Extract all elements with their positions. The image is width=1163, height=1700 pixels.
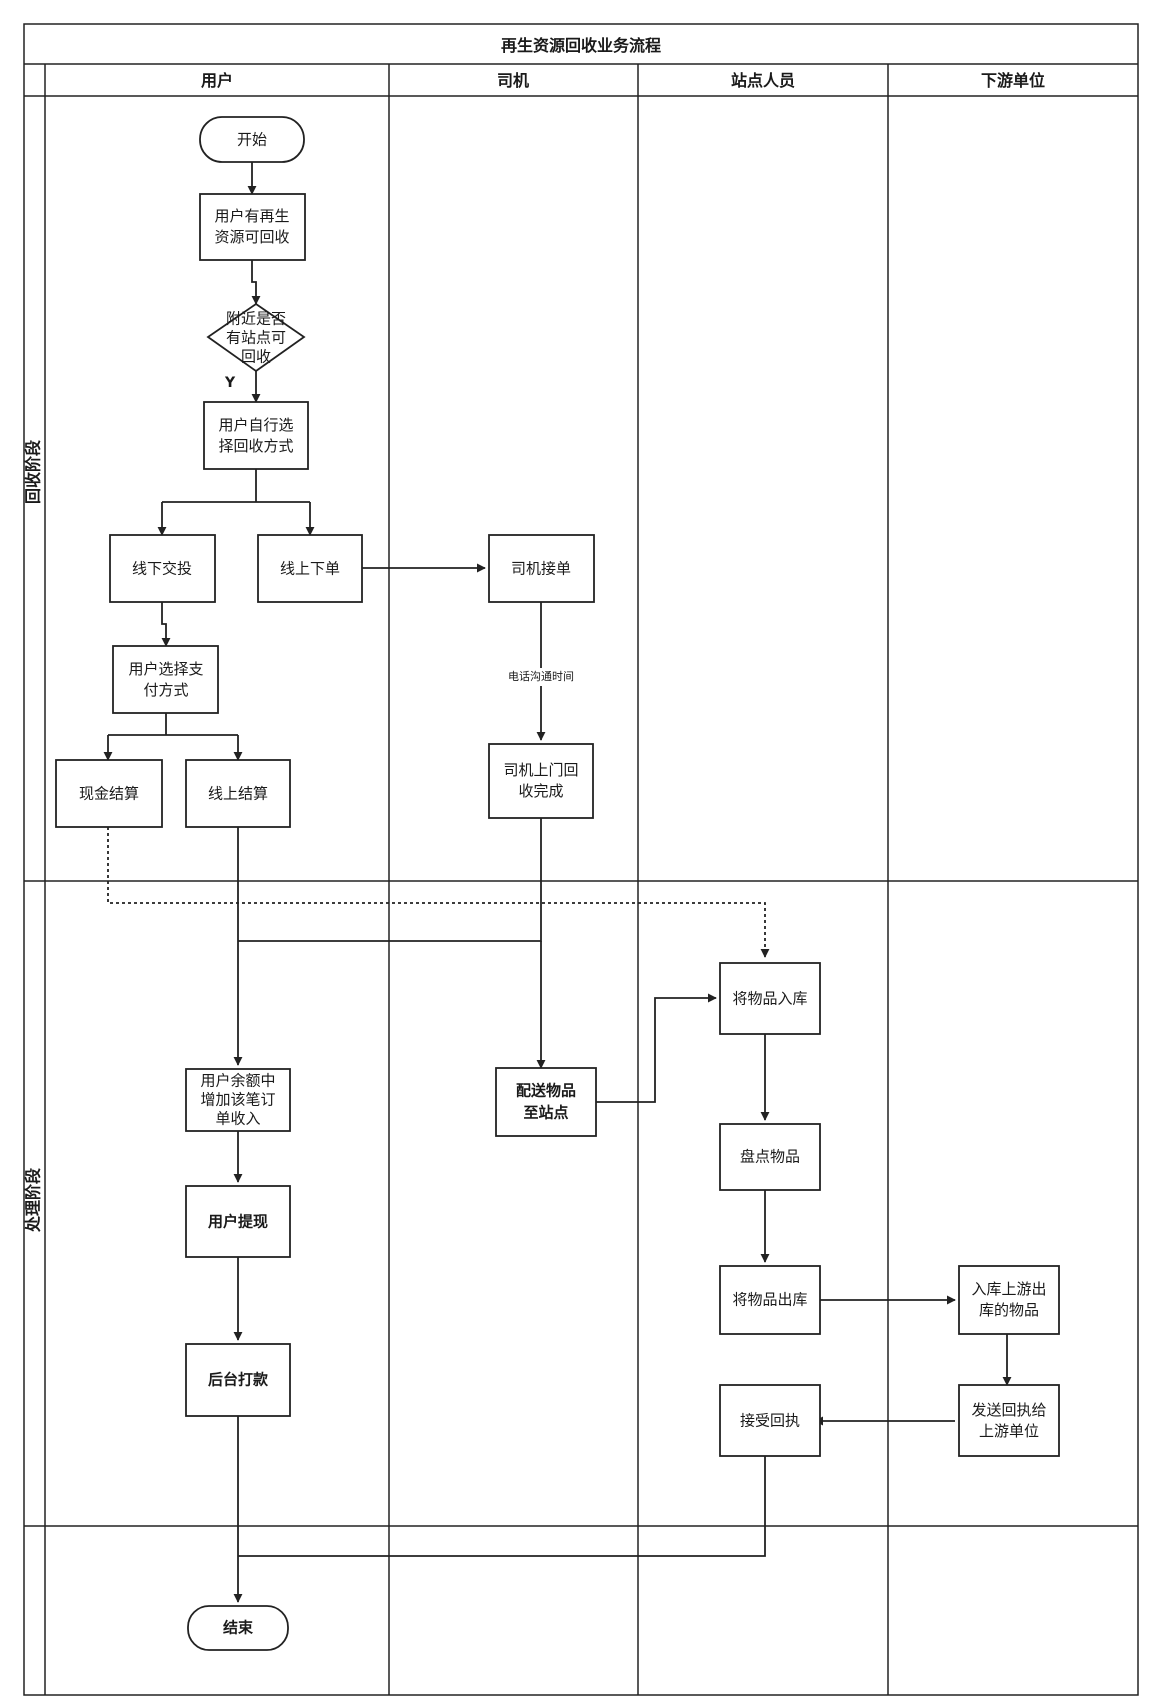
node-label-send-receipt: 发送回执给: [971, 1401, 1046, 1419]
decision-station-diamond: [206, 302, 306, 373]
node-label-downstream-in: 库的物品: [979, 1301, 1039, 1319]
node-label-driver-pickup: 司机上门回: [503, 761, 578, 779]
edge-deliver-to-store: [596, 993, 717, 1103]
edge-cash-settle-dotted: [107, 827, 770, 958]
node-label-add-balance: 用户余额中: [200, 1072, 275, 1090]
node-label-choose-method: 择回收方式: [218, 437, 293, 455]
node-label-start: 开始: [237, 131, 267, 149]
node-label-deliver-station: 配送物品: [516, 1082, 576, 1100]
choose-payment-box: [112, 645, 219, 714]
choose-method-box: [203, 401, 309, 470]
node-label-downstream-in: 入库上游出: [971, 1280, 1046, 1298]
driver-pickup-box: [488, 743, 594, 819]
node-label-withdraw: 用户提现: [208, 1213, 268, 1231]
phase-label-recycling: 回收阶段: [24, 439, 43, 504]
node-label-choose-payment: 用户选择支: [128, 660, 203, 678]
node-label-has-resources: 用户有再生: [214, 207, 289, 225]
node-label-add-balance: 单收入: [215, 1110, 260, 1128]
deliver-station-box: [495, 1067, 597, 1137]
send-receipt-box: [958, 1384, 1060, 1457]
node-label-driver-pickup: 收完成: [518, 782, 563, 800]
node-label-inventory: 盘点物品: [740, 1148, 800, 1166]
node-label-online-order: 线上下单: [280, 560, 340, 578]
end-terminal: [187, 1605, 289, 1651]
phase-label-processing: 处理阶段: [24, 1167, 43, 1233]
online-settle-box: [185, 759, 291, 828]
add-balance-box: [185, 1068, 291, 1132]
node-label-offline-handover: 线下交投: [132, 560, 192, 578]
online-order-box: [257, 534, 363, 603]
edge-has-resources-to-decision: [251, 260, 261, 305]
node-label-choose-payment: 付方式: [143, 681, 188, 699]
edge-label-phone-bg: [498, 668, 584, 686]
goods-out-box: [719, 1265, 821, 1335]
node-label-deliver-station: 至站点: [523, 1104, 568, 1122]
node-label-store-goods: 将物品入库: [732, 990, 807, 1008]
edge-accept-receipt-merge: [238, 1456, 766, 1557]
inventory-box: [719, 1123, 821, 1191]
swimlane-grid: [23, 23, 1139, 1696]
edge-choose-method-split: [162, 469, 310, 503]
withdraw-box: [185, 1185, 291, 1258]
node-label-goods-out: 将物品出库: [732, 1291, 807, 1309]
node-label-end: 结束: [223, 1619, 254, 1637]
lane-header-user: 用户: [201, 71, 233, 90]
node-label-choose-method: 用户自行选: [218, 416, 293, 434]
start-terminal: [199, 116, 305, 163]
edge-label-yes: Y: [224, 375, 236, 391]
lane-header-driver: 司机: [497, 71, 529, 90]
node-label-backend-pay: 后台打款: [208, 1371, 269, 1389]
node-label-decision-station: 附近是否: [226, 310, 286, 328]
edge-offline-to-choose-payment: [161, 602, 171, 647]
cash-settle-box: [55, 759, 163, 828]
lane-header-downstream: 下游单位: [981, 71, 1045, 90]
has-resources-box: [199, 193, 306, 261]
node-label-decision-station: 回收: [241, 348, 271, 366]
downstream-in-box: [958, 1265, 1060, 1335]
accept-receipt-box: [719, 1384, 821, 1457]
nodes: [55, 116, 1060, 1651]
node-label-online-settle: 线上结算: [208, 785, 268, 803]
edge-choose-payment-split: [108, 713, 238, 736]
offline-handover-box: [109, 534, 216, 603]
node-label-decision-station: 有站点可: [226, 329, 286, 347]
diagram-title: 再生资源回收业务流程: [501, 36, 661, 55]
connectors: [103, 162, 1012, 1603]
backend-pay-box: [185, 1343, 291, 1417]
node-label-add-balance: 增加该笔订: [200, 1091, 275, 1109]
node-label-accept-receipt: 接受回执: [740, 1412, 800, 1430]
node-label-cash-settle: 现金结算: [79, 785, 139, 803]
store-goods-box: [719, 962, 821, 1035]
node-label-send-receipt: 上游单位: [979, 1422, 1039, 1440]
node-label-driver-accept: 司机接单: [511, 560, 571, 578]
lane-header-station-staff: 站点人员: [731, 71, 795, 90]
node-label-has-resources: 资源可回收: [214, 228, 289, 246]
driver-accept-box: [488, 534, 595, 603]
edge-label-phone: 电话沟通时间: [508, 670, 574, 683]
